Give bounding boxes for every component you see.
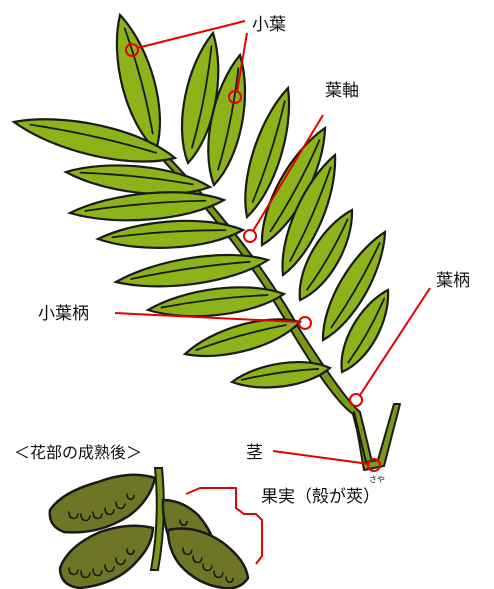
leaflet-12 (70, 192, 224, 220)
leaflet-15 (148, 287, 284, 316)
leader-stem (273, 451, 369, 464)
pod-upper-left (50, 475, 155, 533)
leaflet-1 (117, 15, 160, 150)
label-petiole: 葉柄 (436, 271, 470, 291)
label-fruit: 果実（殻が莢） (261, 487, 380, 507)
leaflet-14 (116, 255, 268, 286)
leader-leaflet-a (137, 21, 245, 48)
pod-lower-left (60, 526, 153, 588)
label-rachis: 葉軸 (325, 81, 359, 101)
leaflet-17 (232, 362, 330, 387)
label-fruit-ruby: さや (369, 475, 385, 484)
leaflet-11 (66, 165, 210, 194)
leaflet-16 (185, 319, 300, 356)
pod-lower-right (168, 529, 248, 589)
fruit-illustration (50, 468, 248, 588)
label-stem: 茎 (246, 443, 263, 463)
label-petiolule: 小葉柄 (38, 304, 89, 324)
circle-petiole (350, 394, 362, 406)
circle-rachis (244, 230, 256, 242)
label-after-flowering: ＜花部の成熟後＞ (14, 443, 142, 462)
leaflet-13 (98, 221, 243, 248)
circle-petiolule (299, 317, 311, 329)
label-leaflet: 小葉 (252, 15, 286, 35)
